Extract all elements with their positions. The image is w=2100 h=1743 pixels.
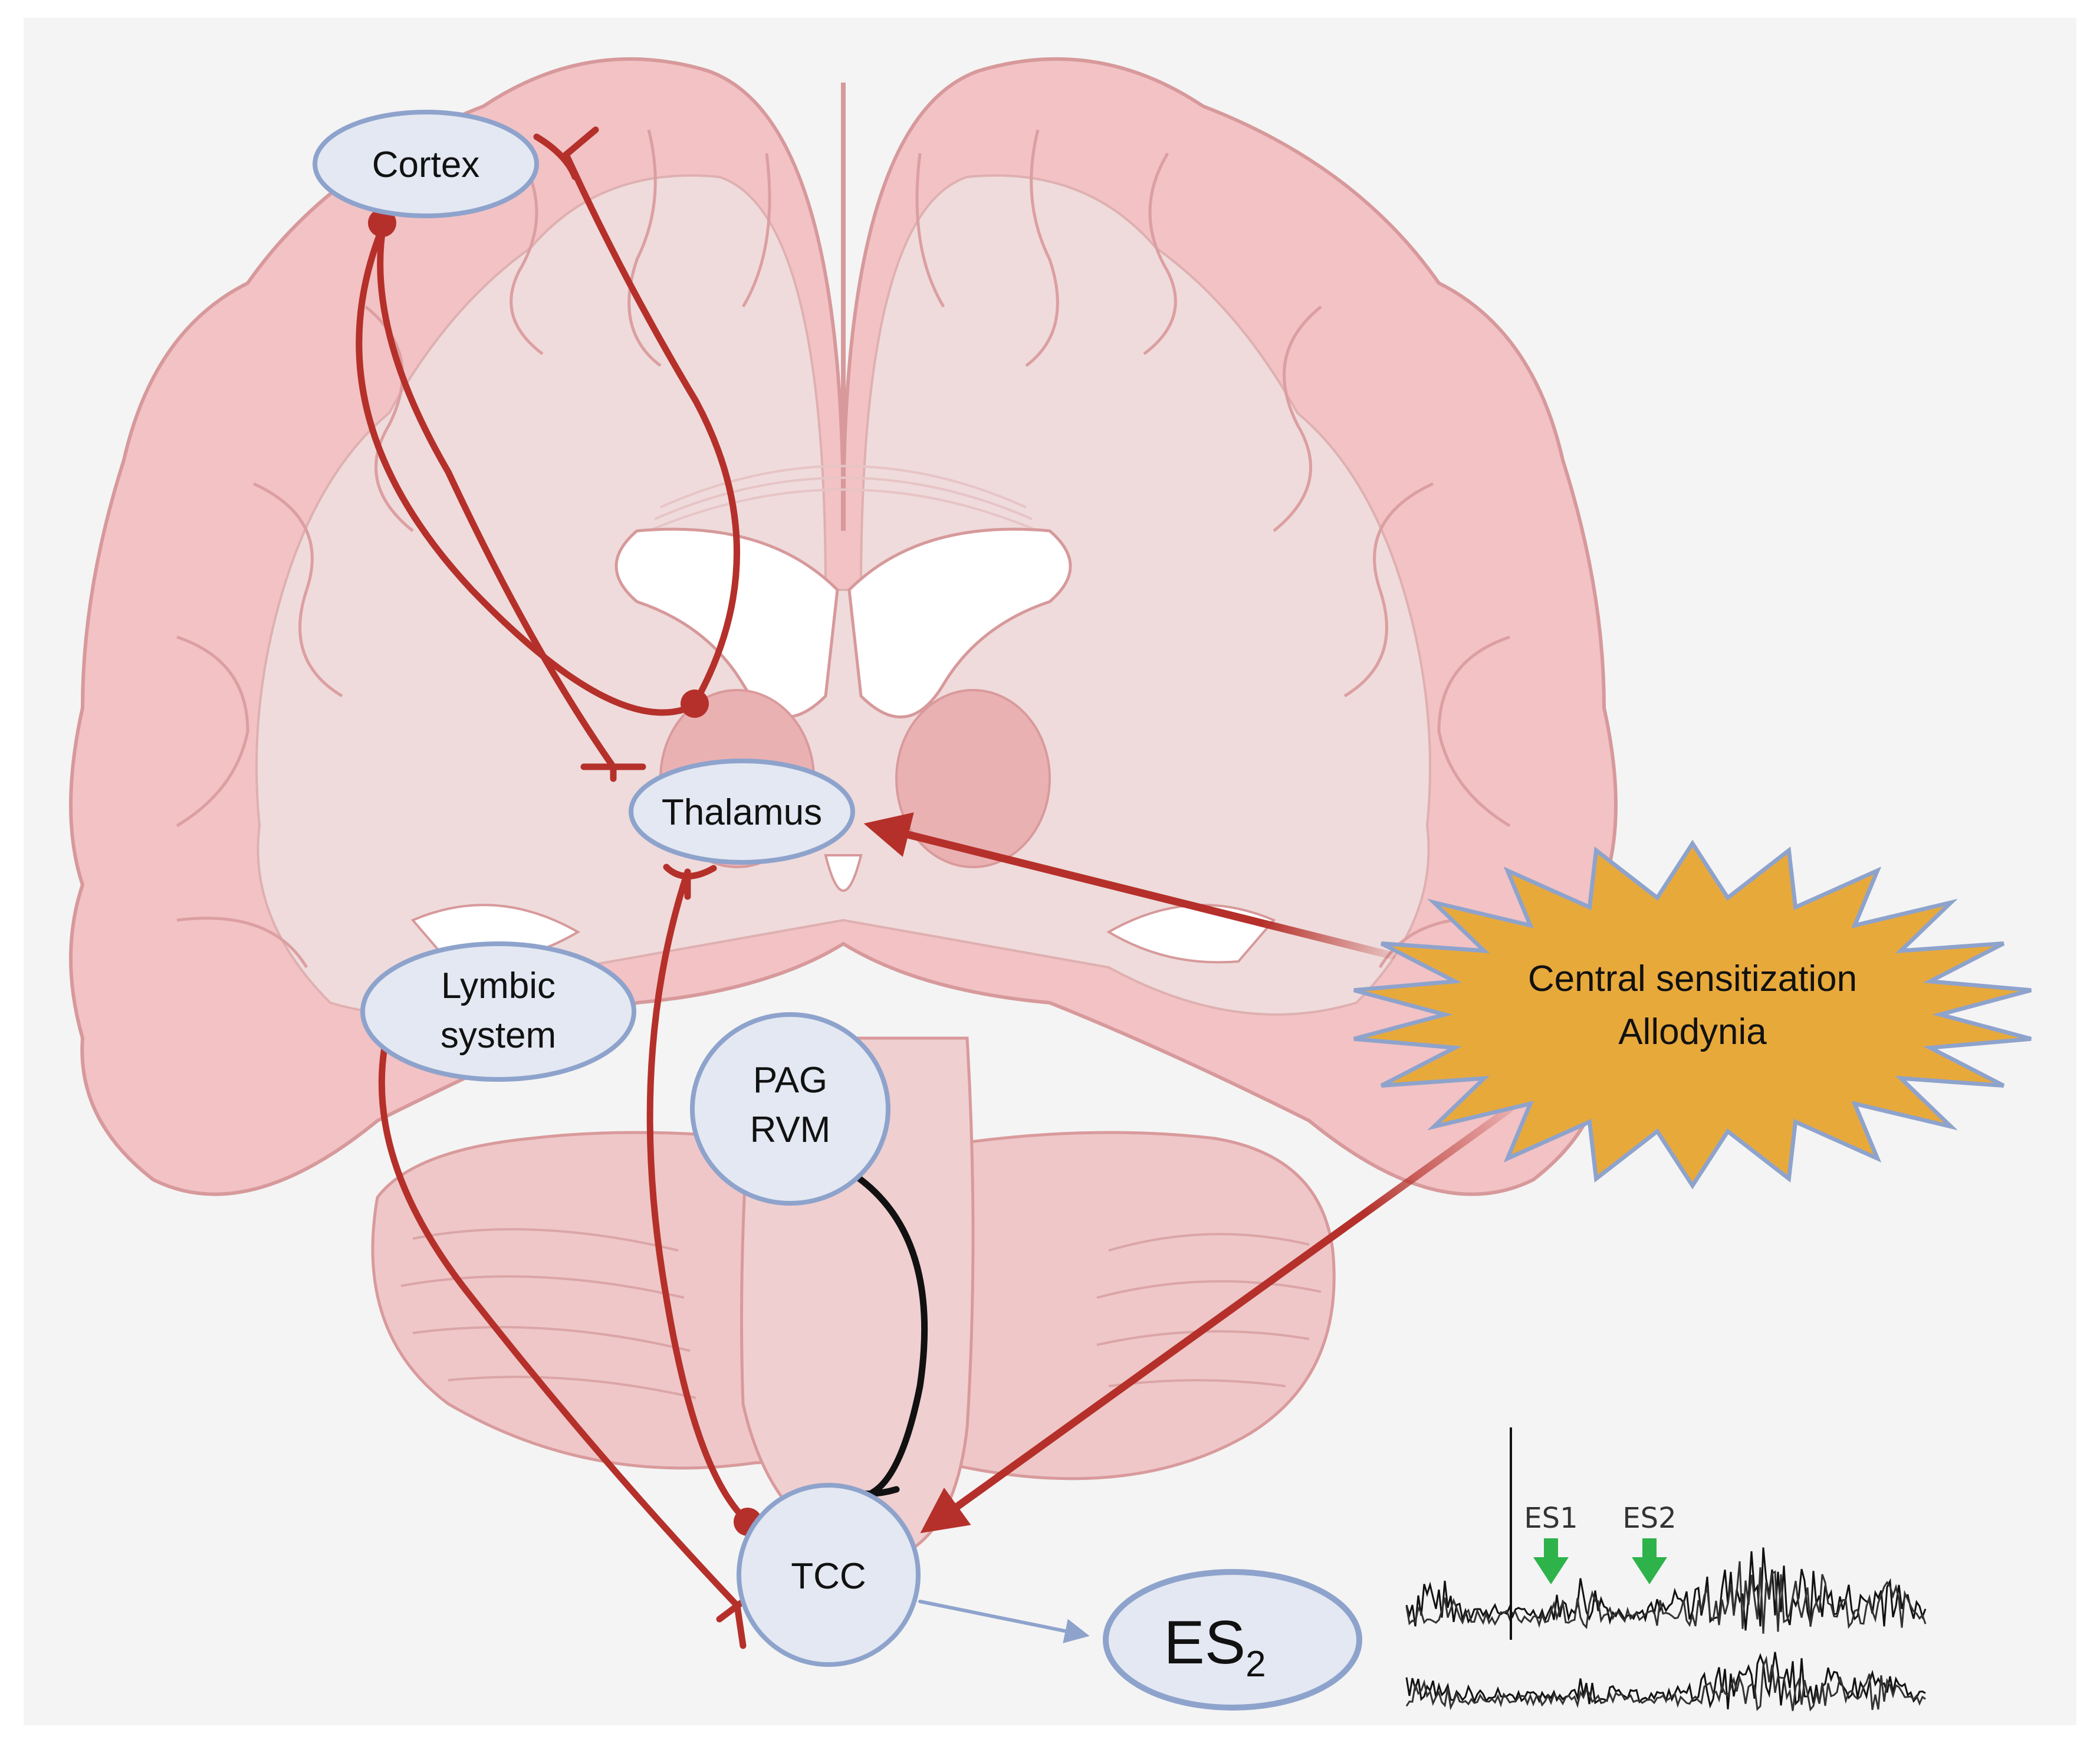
pathway-limbic-to-tcc: [378, 1017, 741, 1609]
terminal-round-thalamus: [681, 690, 709, 718]
node-rvm-label: RVM: [750, 1110, 831, 1150]
emg-trace-top-2: [1405, 1561, 1927, 1634]
es2-label: ES2: [1164, 1609, 1266, 1685]
terminal-bar-thalamus-left: [580, 763, 646, 782]
corpus-callosum: [648, 465, 1039, 532]
burst-shape: [1353, 839, 2032, 1190]
burst-label-line2: Allodynia: [1618, 1012, 1767, 1052]
node-es2: ES2: [1103, 1569, 1362, 1711]
emg-trace-top-1: [1405, 1547, 1927, 1631]
node-thalamus: Thalamus: [629, 759, 855, 865]
arrow-tcc-to-es2: [918, 1600, 1090, 1643]
trace-label-es2: ES2: [1622, 1502, 1676, 1535]
white-matter: [255, 174, 1431, 1016]
node-limbic-label-line2: system: [441, 1015, 556, 1056]
node-limbic-label-line1: Lymbic: [441, 966, 556, 1006]
emg-trace-inset: ES1 ES2: [1405, 1427, 1927, 1712]
third-ventricle: [824, 854, 863, 892]
marker-arrow-es2: [1632, 1538, 1667, 1584]
pathway-cortex-descending: [377, 222, 617, 770]
pathway-pag-to-tcc: [840, 1164, 928, 1496]
node-pag-label: PAG: [753, 1060, 827, 1101]
node-thalamus-label: Thalamus: [662, 792, 822, 833]
burst-label-line1: Central sensitization: [1528, 959, 1857, 999]
ventricle-right: [847, 527, 1072, 718]
node-pag-rvm: PAG RVM: [690, 1012, 890, 1206]
terminal-round-cortex: [368, 209, 396, 237]
node-limbic-system: Lymbic system: [360, 941, 636, 1082]
pathway-thalamus-to-tcc: [646, 868, 751, 1525]
brain-illustration: [69, 57, 1618, 1559]
emg-trace-bottom-2: [1405, 1655, 1926, 1712]
central-sensitization-burst: Central sensitization Allodynia: [1353, 839, 2032, 1190]
marker-arrow-es1: [1533, 1538, 1569, 1584]
pathway-cortex-to-thalamus: [356, 222, 699, 716]
node-cortex: Cortex: [313, 110, 539, 218]
node-tcc: TCC: [737, 1483, 921, 1667]
node-tcc-label: TCC: [791, 1556, 866, 1597]
pathways: [356, 151, 1514, 1643]
arrow-burst-to-tcc: [920, 1105, 1514, 1534]
arrow-burst-to-thalamus: [863, 812, 1396, 960]
pathway-thalamus-to-cortex: [563, 151, 740, 707]
trace-label-es1: ES1: [1524, 1502, 1578, 1535]
node-cortex-label: Cortex: [372, 145, 480, 185]
terminal-bar-cortex: [533, 126, 599, 180]
thalamus-nucleus-right: [895, 689, 1051, 868]
terminal-bar-thalamus-bottom: [663, 864, 717, 900]
